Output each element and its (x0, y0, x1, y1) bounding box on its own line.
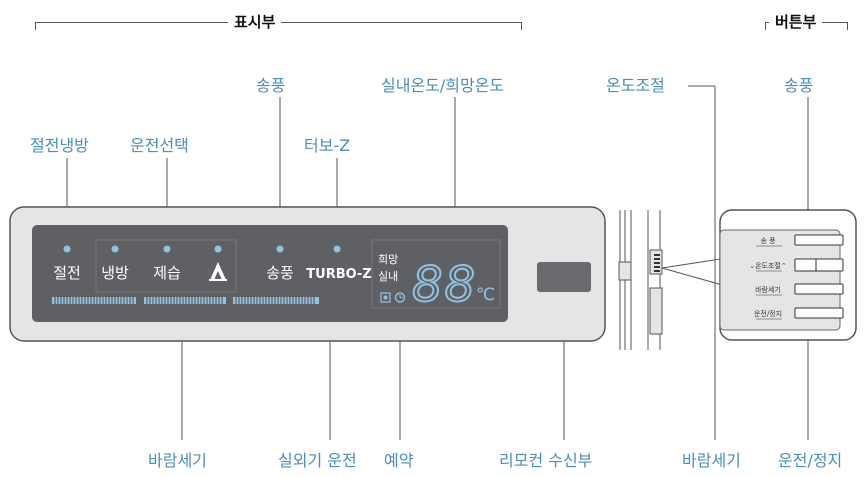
callout-fan-top: 송풍 (256, 76, 286, 95)
clock-icon (394, 292, 406, 303)
button-bracket-left-tick (765, 22, 766, 30)
display-section-title: 표시부 (228, 13, 282, 31)
unit-side-profile (618, 210, 663, 350)
btn-label-run: 운전/정지 (754, 309, 782, 318)
control-buttons (794, 234, 844, 319)
btn-label-wind: 바람세기 (755, 285, 781, 294)
btn-label-fan: 송 풍 (760, 237, 776, 245)
callout-fan-button: 송풍 (784, 76, 814, 95)
panel-label-cool: 냉방 (101, 264, 129, 282)
panel-label-fan: 송풍 (266, 264, 294, 282)
outdoor-unit-icon (380, 292, 391, 303)
callout-room-temp: 실내온도/희망온도 (381, 76, 505, 95)
temp-unit: ℃ (476, 285, 495, 305)
display-bracket-right-tick (521, 22, 522, 30)
panel-label-desired: 희망 (378, 253, 398, 266)
auto-mode-icon (209, 262, 227, 281)
callout-operation-select: 운전선택 (130, 136, 189, 155)
btn-label-temp: ⌄온도조절⌃ (749, 262, 787, 270)
callout-outdoor-unit: 실외기 운전 (278, 451, 357, 470)
button-bracket-right-tick (847, 22, 848, 30)
panel-label-dehumid: 제습 (153, 264, 181, 282)
callout-power-saving: 절전냉방 (30, 136, 89, 155)
temp-digits: 88 (412, 257, 477, 313)
callout-start-stop: 운전/정지 (778, 451, 843, 470)
callout-remote-receiver: 리모컨 수신부 (499, 451, 593, 470)
callout-reservation: 예약 (384, 451, 414, 470)
callout-turbo: 터보-Z (304, 136, 351, 155)
callout-wind-strength: 바람세기 (148, 451, 207, 470)
panel-label-power-saving: 절전 (53, 264, 81, 282)
callout-temp-control: 온도조절 (606, 76, 665, 95)
button-section-title: 버튼부 (769, 13, 823, 31)
display-bracket-left-tick (35, 22, 36, 30)
panel-label-room: 실내 (378, 270, 398, 283)
callout-wind-strength-button: 바람세기 (682, 451, 741, 470)
panel-label-turbo: TURBO-Z (306, 267, 371, 282)
